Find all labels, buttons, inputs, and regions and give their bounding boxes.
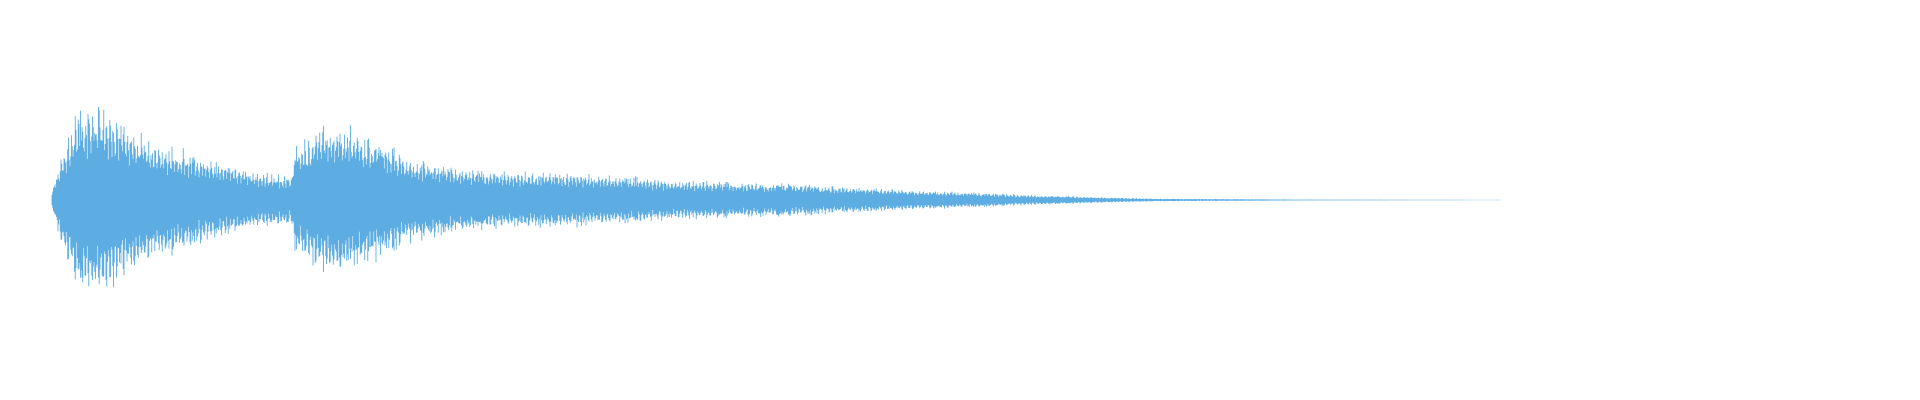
waveform-samples xyxy=(51,107,1500,288)
